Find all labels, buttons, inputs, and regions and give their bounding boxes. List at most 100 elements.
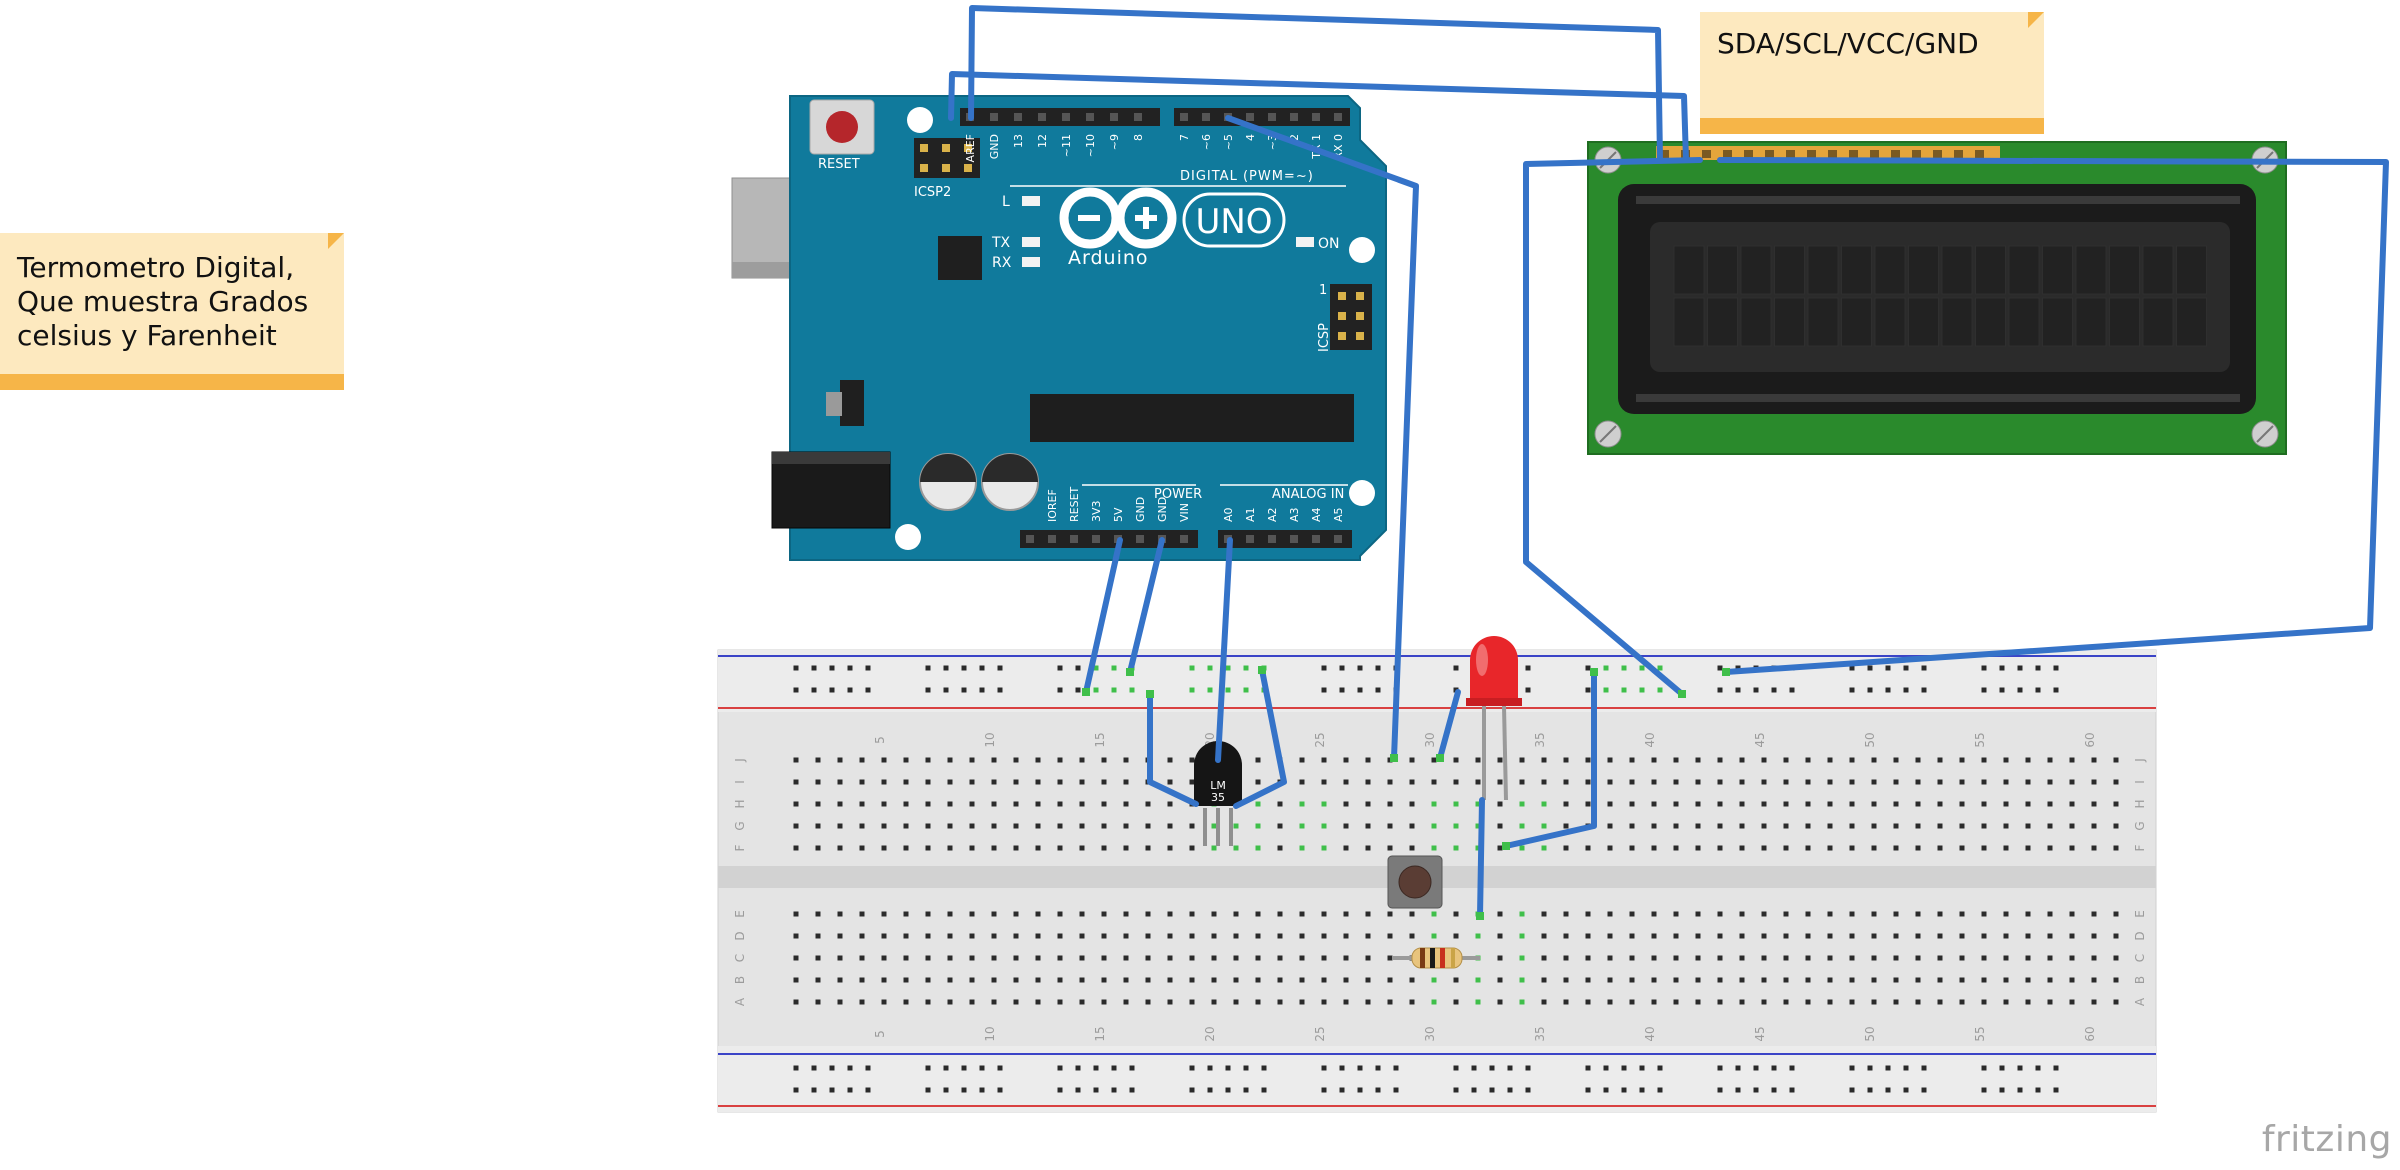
wire-end (1258, 666, 1266, 674)
wire-button[interactable] (1477, 797, 1485, 919)
resistor-band (1430, 948, 1435, 968)
reset-button-cap[interactable] (826, 111, 858, 143)
rail-hole (1243, 665, 1249, 671)
breadboard-hole (1849, 955, 1855, 961)
header-pin (1134, 113, 1142, 121)
breadboard-hole (1805, 779, 1811, 785)
breadboard-hole (1563, 933, 1569, 939)
breadboard-hole (1321, 933, 1327, 939)
breadboard-hole (991, 845, 997, 851)
breadboard-hole (793, 955, 799, 961)
breadboard-hole (1629, 823, 1635, 829)
breadboard-hole (1057, 999, 1063, 1005)
lcd-cell (1941, 297, 1973, 347)
wire-gnd-arduino[interactable] (1127, 537, 1165, 675)
row-letter: B (733, 976, 747, 984)
breadboard-hole (1695, 779, 1701, 785)
note-text: SDA/SCL/VCC/GND (1717, 27, 1979, 60)
breadboard-hole (1585, 801, 1591, 807)
breadboard-hole (1013, 911, 1019, 917)
breadboard-hole (1607, 977, 1613, 983)
breadboard-hole (1871, 999, 1877, 1005)
breadboard-hole (1673, 845, 1679, 851)
breadboard-hole (2069, 845, 2075, 851)
push-button[interactable] (1387, 855, 1443, 909)
breadboard-hole (903, 779, 909, 785)
header-pin (1268, 535, 1276, 543)
lcd-16x2[interactable] (1587, 141, 2287, 455)
row-letter: C (733, 954, 747, 962)
rail-hole (943, 665, 949, 671)
column-number: 15 (1093, 732, 1107, 747)
led-tx (1022, 237, 1040, 247)
resistor-band (1420, 948, 1425, 968)
bottom-power-rail (718, 1046, 2156, 1112)
breadboard-hole (1673, 933, 1679, 939)
breadboard-hole (1057, 933, 1063, 939)
resistor[interactable] (1392, 947, 1480, 969)
power-jack-top (772, 452, 890, 464)
breadboard-hole (1475, 845, 1481, 851)
breadboard-hole (1255, 823, 1261, 829)
breadboard-hole (1343, 933, 1349, 939)
breadboard-hole (1035, 845, 1041, 851)
breadboard-hole (1629, 977, 1635, 983)
breadboard-hole (837, 933, 843, 939)
breadboard-hole (1915, 911, 1921, 917)
wire-scl[interactable] (948, 71, 1689, 163)
breadboard-hole (2113, 933, 2119, 939)
wire-a0[interactable] (1215, 537, 1233, 763)
breadboard-hole (1805, 955, 1811, 961)
rail-hole (1129, 1087, 1135, 1093)
breadboard-hole (1453, 845, 1459, 851)
wire-sensor-vcc[interactable] (1147, 691, 1199, 807)
breadboard-hole (1387, 977, 1393, 983)
breadboard-hole (1475, 999, 1481, 1005)
analog-header (1218, 530, 1352, 548)
breadboard-hole (1079, 801, 1085, 807)
rail-hole (2035, 1087, 2041, 1093)
breadboard-hole (1959, 801, 1965, 807)
breadboard-hole (903, 955, 909, 961)
wire-led[interactable] (1437, 689, 1461, 761)
rail-hole (943, 687, 949, 693)
breadboard-hole (859, 999, 865, 1005)
led-body (1470, 636, 1518, 706)
breadboard-hole (837, 757, 843, 763)
breadboard-hole (991, 823, 997, 829)
wire-vcc[interactable] (1717, 157, 2389, 675)
wire-5v[interactable] (1083, 537, 1123, 695)
breadboard-hole (1299, 801, 1305, 807)
breadboard-hole (859, 845, 865, 851)
rail-hole (979, 665, 985, 671)
row-letter: F (733, 844, 747, 851)
column-number: 55 (1973, 732, 1987, 747)
breadboard-hole (1321, 757, 1327, 763)
breadboard-hole (1409, 823, 1415, 829)
breadboard-hole (1321, 801, 1327, 807)
wire-gnd[interactable] (1523, 157, 1703, 697)
wire-led-gnd[interactable] (1503, 669, 1597, 849)
breadboard-hole (2069, 779, 2075, 785)
breadboard-hole (1475, 779, 1481, 785)
row-letter: J (2133, 758, 2147, 763)
breadboard-hole (1123, 801, 1129, 807)
breadboard-hole (969, 977, 975, 983)
header-pin (1246, 113, 1254, 121)
rail-hole (1885, 687, 1891, 693)
red-led[interactable] (1466, 636, 1522, 801)
atmega-chip (1030, 394, 1354, 442)
icsp-pin (1338, 332, 1346, 340)
breadboard-hole (2069, 955, 2075, 961)
lm35-sensor[interactable]: LM 35 (1194, 741, 1242, 846)
wire-sensor-gnd[interactable] (1233, 667, 1287, 809)
breadboard-hole (1475, 823, 1481, 829)
breadboard-hole (1079, 911, 1085, 917)
breadboard-hole (1365, 911, 1371, 917)
wire-pin6[interactable] (1225, 115, 1419, 761)
breadboard-hole (2069, 757, 2075, 763)
column-number: 60 (2083, 732, 2097, 747)
push-button-cap[interactable] (1398, 865, 1432, 899)
regulator-tab (826, 392, 842, 416)
